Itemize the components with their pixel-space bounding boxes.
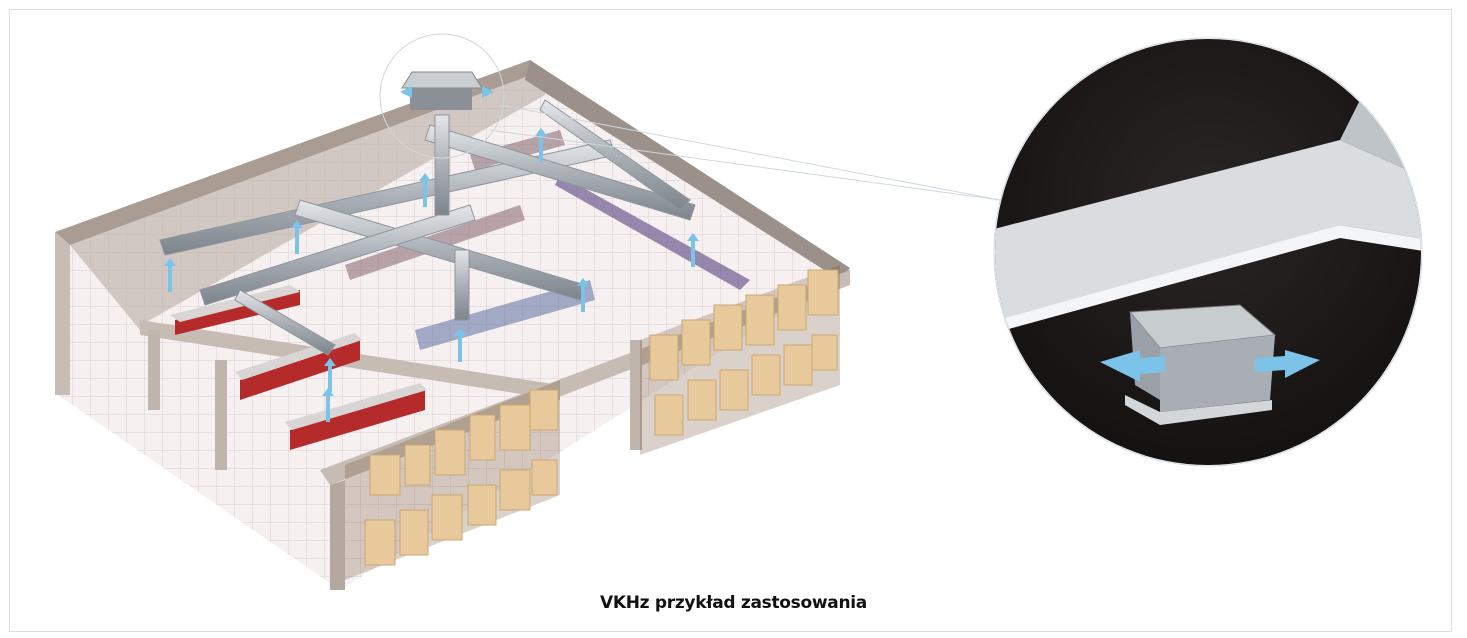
pallet-racks <box>345 265 840 580</box>
magnified-fan-detail <box>993 37 1423 467</box>
figure-frame <box>9 9 1452 632</box>
ventilation-ducts <box>159 99 696 356</box>
figure-caption: VKHz przykład zastosowania <box>600 593 867 613</box>
airflow-arrows <box>164 128 699 422</box>
callout-line <box>489 129 1001 201</box>
roof-fan-small <box>379 33 505 159</box>
callout-line <box>499 104 1001 201</box>
